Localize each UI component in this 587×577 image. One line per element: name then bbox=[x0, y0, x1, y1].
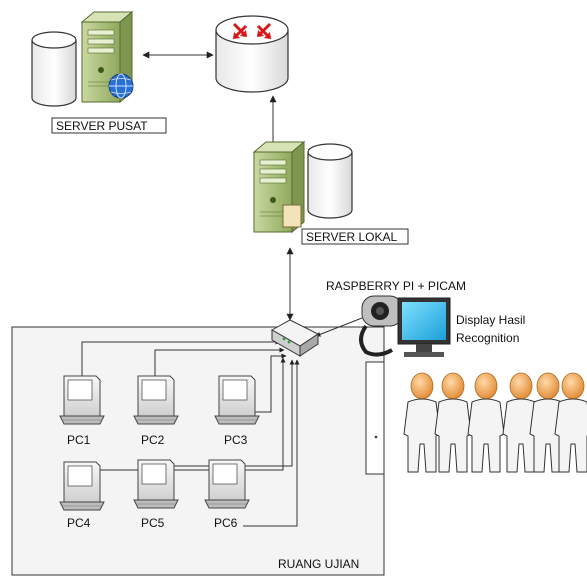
people-queue bbox=[403, 372, 587, 473]
computer-icon bbox=[59, 461, 105, 511]
computer-icon bbox=[204, 459, 250, 509]
computer-icon bbox=[133, 459, 179, 509]
computer-icon bbox=[214, 375, 260, 425]
switch-icon bbox=[270, 319, 319, 357]
door-icon bbox=[365, 361, 385, 475]
computer-icon bbox=[59, 375, 105, 425]
person-icon bbox=[554, 372, 587, 473]
pc-label: PC4 bbox=[67, 516, 91, 530]
webcam-icon bbox=[359, 295, 403, 357]
computer-icon bbox=[133, 375, 179, 425]
raspberry-label: RASPBERRY PI + PICAM bbox=[326, 279, 466, 293]
server-pusat-label-box bbox=[51, 117, 167, 134]
exam-room-area bbox=[11, 326, 385, 576]
document-icon bbox=[282, 204, 302, 228]
database-icon bbox=[31, 31, 77, 107]
display-label-line2: Recognition bbox=[456, 331, 519, 345]
server-lokal-label-box bbox=[301, 228, 409, 245]
globe-icon bbox=[108, 73, 134, 99]
display-label-line1: Display Hasil bbox=[456, 313, 525, 327]
pc-label: PC5 bbox=[141, 516, 165, 530]
monitor-icon bbox=[397, 297, 451, 357]
pc-label: PC6 bbox=[214, 516, 238, 530]
person-icon bbox=[403, 372, 441, 473]
person-icon bbox=[467, 372, 505, 473]
server-pusat-label: SERVER PUSAT bbox=[56, 119, 148, 133]
server-lokal-label: SERVER LOKAL bbox=[306, 230, 397, 244]
pc-label: PC1 bbox=[67, 433, 91, 447]
pc-label: PC2 bbox=[141, 433, 165, 447]
database-icon bbox=[307, 143, 353, 219]
pc-label: PC3 bbox=[224, 433, 248, 447]
router-icon bbox=[215, 15, 289, 93]
person-icon bbox=[434, 372, 472, 473]
room-label: RUANG UJIAN bbox=[278, 557, 359, 571]
